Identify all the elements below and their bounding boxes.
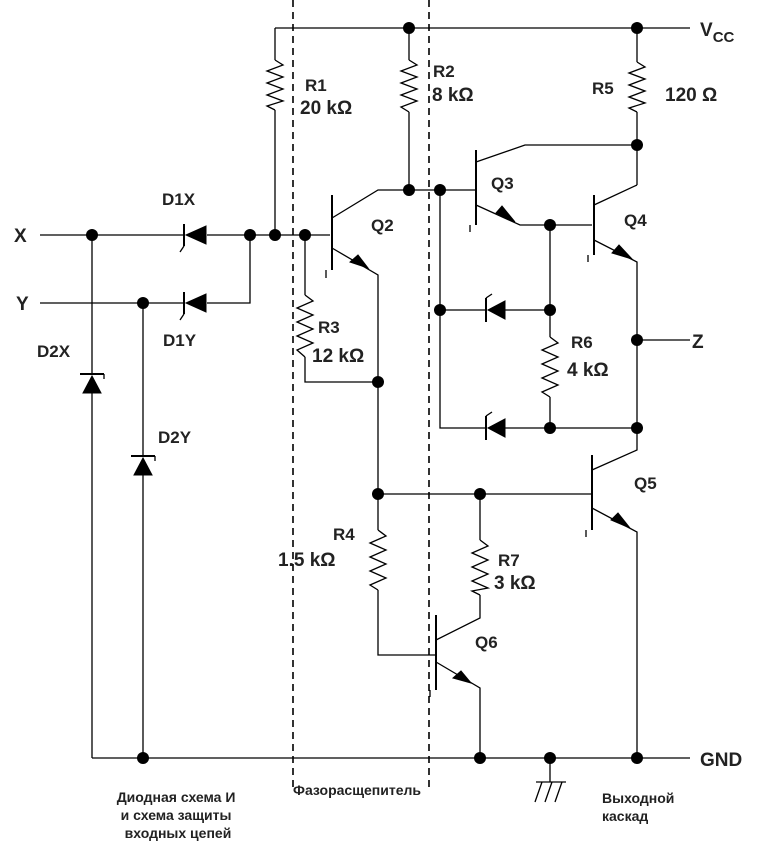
resistor-r5 <box>627 61 648 113</box>
q6-label: Q6 <box>475 633 498 652</box>
diode-d1x <box>179 224 207 253</box>
r2-value: 8 kΩ <box>432 85 474 106</box>
r1-label: R1 <box>305 76 327 95</box>
r6-label: R6 <box>571 333 593 352</box>
resistor-r7 <box>469 539 491 596</box>
junction-dots <box>86 22 643 764</box>
q4-label: Q4 <box>624 211 647 230</box>
r7-value: 3 kΩ <box>494 573 536 594</box>
clamp-diode-upper <box>485 293 506 322</box>
resistor-r2 <box>399 59 419 113</box>
pin-y-label: Y <box>16 294 29 315</box>
d1x-label: D1X <box>162 190 196 209</box>
r4-label: R4 <box>333 525 355 544</box>
r2-label: R2 <box>433 62 455 81</box>
pin-gnd-label: GND <box>700 750 742 771</box>
clamp-diode-lower <box>485 411 506 440</box>
pin-vcc-label: VCC <box>700 20 735 46</box>
r7-label: R7 <box>498 551 520 570</box>
r5-value: 120 Ω <box>665 85 717 106</box>
r3-value: 12 kΩ <box>312 346 364 367</box>
input-section-caption: Диодная схема И и схема защиты входных ц… <box>117 789 240 841</box>
resistor-r6 <box>540 336 560 398</box>
r6-value: 4 kΩ <box>567 360 609 381</box>
d2x-label: D2X <box>37 342 71 361</box>
r3-label: R3 <box>318 318 340 337</box>
splitter-section-caption: Фазорасщепитель <box>293 782 421 798</box>
diode-d2y <box>131 455 156 476</box>
diode-d1y <box>179 292 207 321</box>
pin-z-label: Z <box>692 332 704 353</box>
resistor-r3 <box>295 294 315 358</box>
r1-value: 20 kΩ <box>300 98 352 119</box>
diode-d2x <box>80 373 105 394</box>
resistor-r4 <box>368 529 388 591</box>
d1y-label: D1Y <box>163 331 197 350</box>
q2-label: Q2 <box>371 216 394 235</box>
r4-value: 1.5 kΩ <box>278 550 336 571</box>
r5-label: R5 <box>592 79 614 98</box>
y-input-wire <box>40 235 251 304</box>
resistor-r1 <box>265 59 286 111</box>
d2y-label: D2Y <box>158 428 192 447</box>
pin-x-label: X <box>14 226 27 247</box>
ground-symbol <box>534 758 566 803</box>
q3-label: Q3 <box>491 174 514 193</box>
q5-label: Q5 <box>634 474 657 493</box>
output-section-caption: Выходной каскад <box>602 790 678 824</box>
